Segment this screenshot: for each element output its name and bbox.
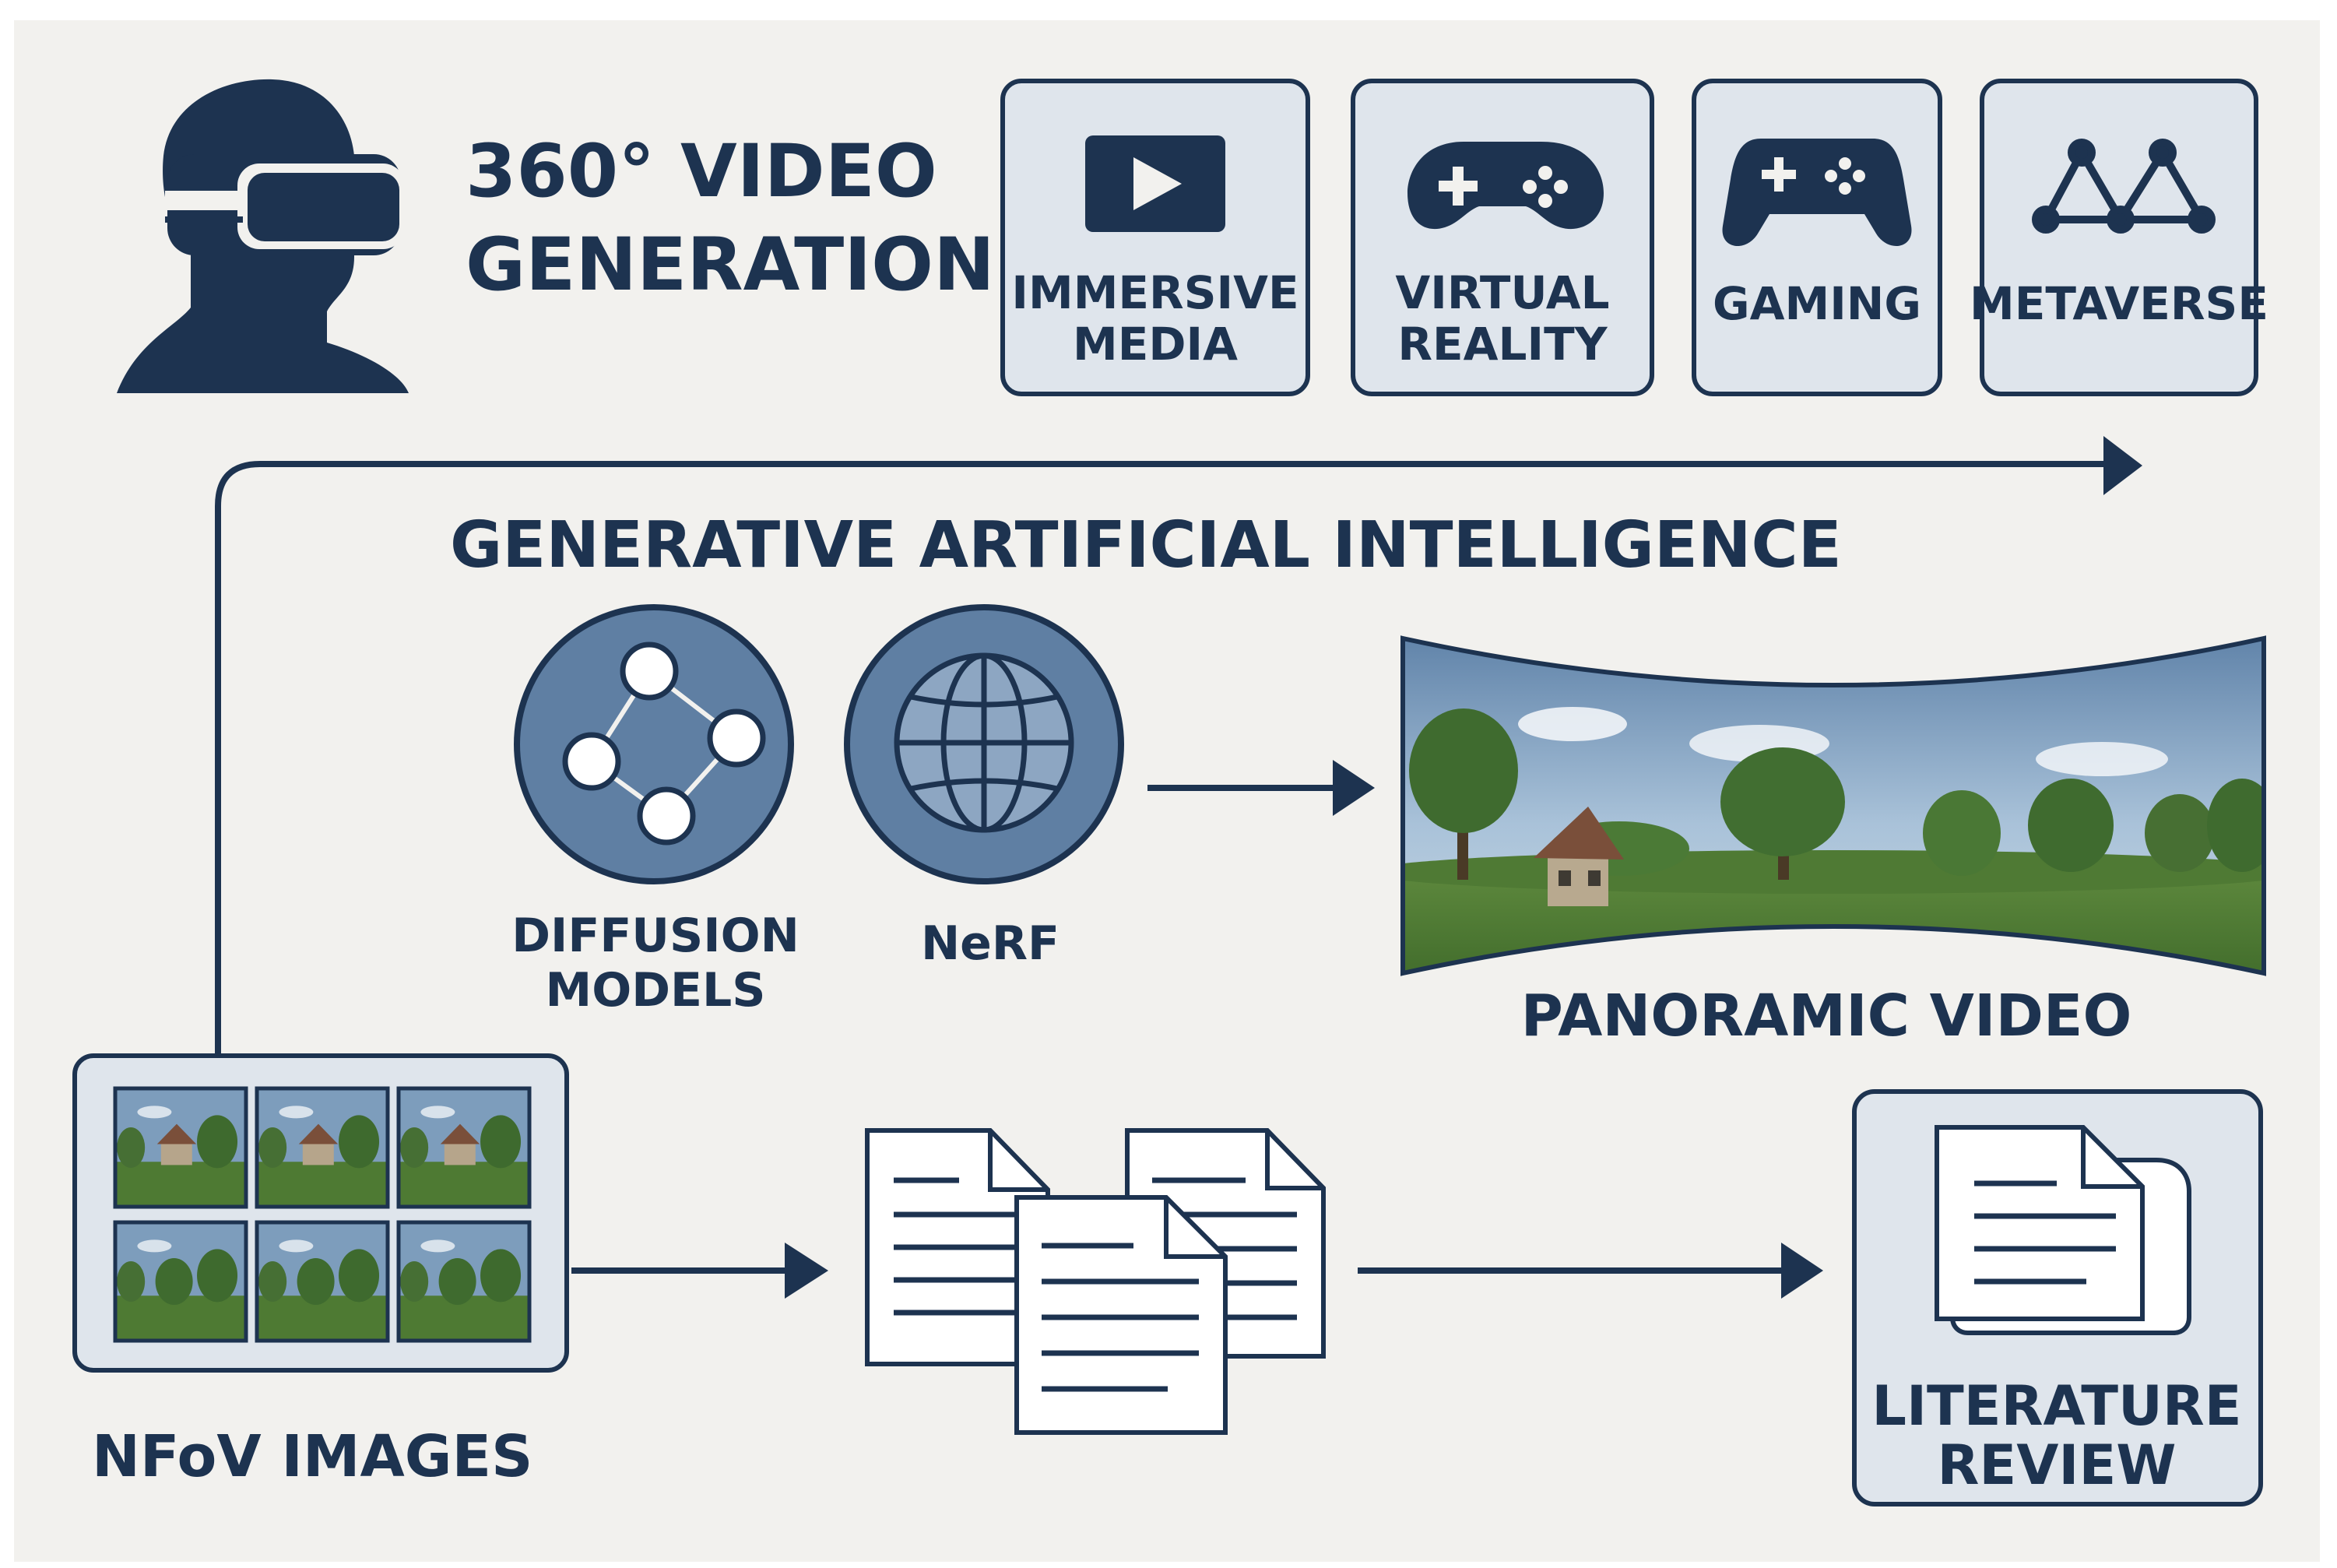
- nfov-thumbnail: [396, 1220, 532, 1343]
- arrowhead-literature-review: [1781, 1243, 1823, 1299]
- diffusion-label-line2: MODELS: [546, 963, 766, 1018]
- app-label-line1: VIRTUAL: [1395, 266, 1609, 319]
- app-label-line1: IMMERSIVE: [1011, 266, 1299, 319]
- arrowhead-panorama: [1333, 760, 1375, 816]
- arrowhead-main: [2103, 436, 2142, 495]
- panoramic-video-label: PANORAMIC VIDEO: [1521, 983, 2132, 1049]
- nfov-thumbnail: [255, 1086, 390, 1209]
- panoramic-frame: [1400, 635, 2266, 976]
- document-icon: [1935, 1125, 2191, 1335]
- app-label-line1: GAMING: [1713, 277, 1921, 330]
- app-label-line2: MEDIA: [1073, 318, 1238, 371]
- nfov-images-panel: [72, 1053, 569, 1373]
- diffusion-label-line1: DIFFUSION: [511, 909, 800, 963]
- nerf-label: NeRF: [921, 916, 1060, 971]
- literature-review-panel: LITERATURE REVIEW: [1852, 1089, 2263, 1506]
- section-heading: GENERATIVE ARTIFICIAL INTELLIGENCE: [450, 508, 1842, 582]
- nfov-thumbnail: [396, 1086, 532, 1209]
- app-label-line2: REALITY: [1397, 318, 1608, 371]
- app-panel-metaverse: METAVERSE: [1970, 79, 2268, 396]
- app-panel-immersive-media: IMMERSIVE MEDIA: [1000, 79, 1310, 396]
- nerf-node: [844, 604, 1124, 884]
- play-video-icon: [1085, 135, 1225, 232]
- panoramic-video-image: [1403, 638, 2264, 973]
- flow-arrow-main: [215, 461, 2116, 1056]
- gamepad-icon: [1407, 142, 1604, 230]
- documents-stack-icon: [865, 1128, 1326, 1435]
- app-panel-gaming: GAMING: [1692, 79, 1942, 396]
- diffusion-models-node: [514, 604, 794, 884]
- title-line2: GENERATION: [466, 223, 995, 308]
- globe-icon: [894, 652, 1074, 833]
- graph-nodes-icon: [562, 642, 766, 846]
- network-triangles-icon: [2032, 139, 2216, 234]
- nfov-images-label: NFoV IMAGES: [92, 1423, 532, 1490]
- vr-headset-icon: [117, 79, 409, 393]
- arrowhead-documents: [785, 1243, 828, 1299]
- nfov-thumbnail: [113, 1220, 248, 1343]
- literature-review-label-line2: REVIEW: [1938, 1433, 2177, 1497]
- game-controller-icon: [1722, 139, 1912, 247]
- app-panel-virtual-reality: VIRTUAL REALITY: [1351, 79, 1654, 396]
- literature-review-label-line1: LITERATURE: [1871, 1374, 2241, 1438]
- app-label-line1: METAVERSE: [1970, 277, 2268, 330]
- nfov-thumbnail: [255, 1220, 390, 1343]
- title-line1: 360° VIDEO: [466, 129, 937, 214]
- nfov-thumbnail: [113, 1086, 248, 1209]
